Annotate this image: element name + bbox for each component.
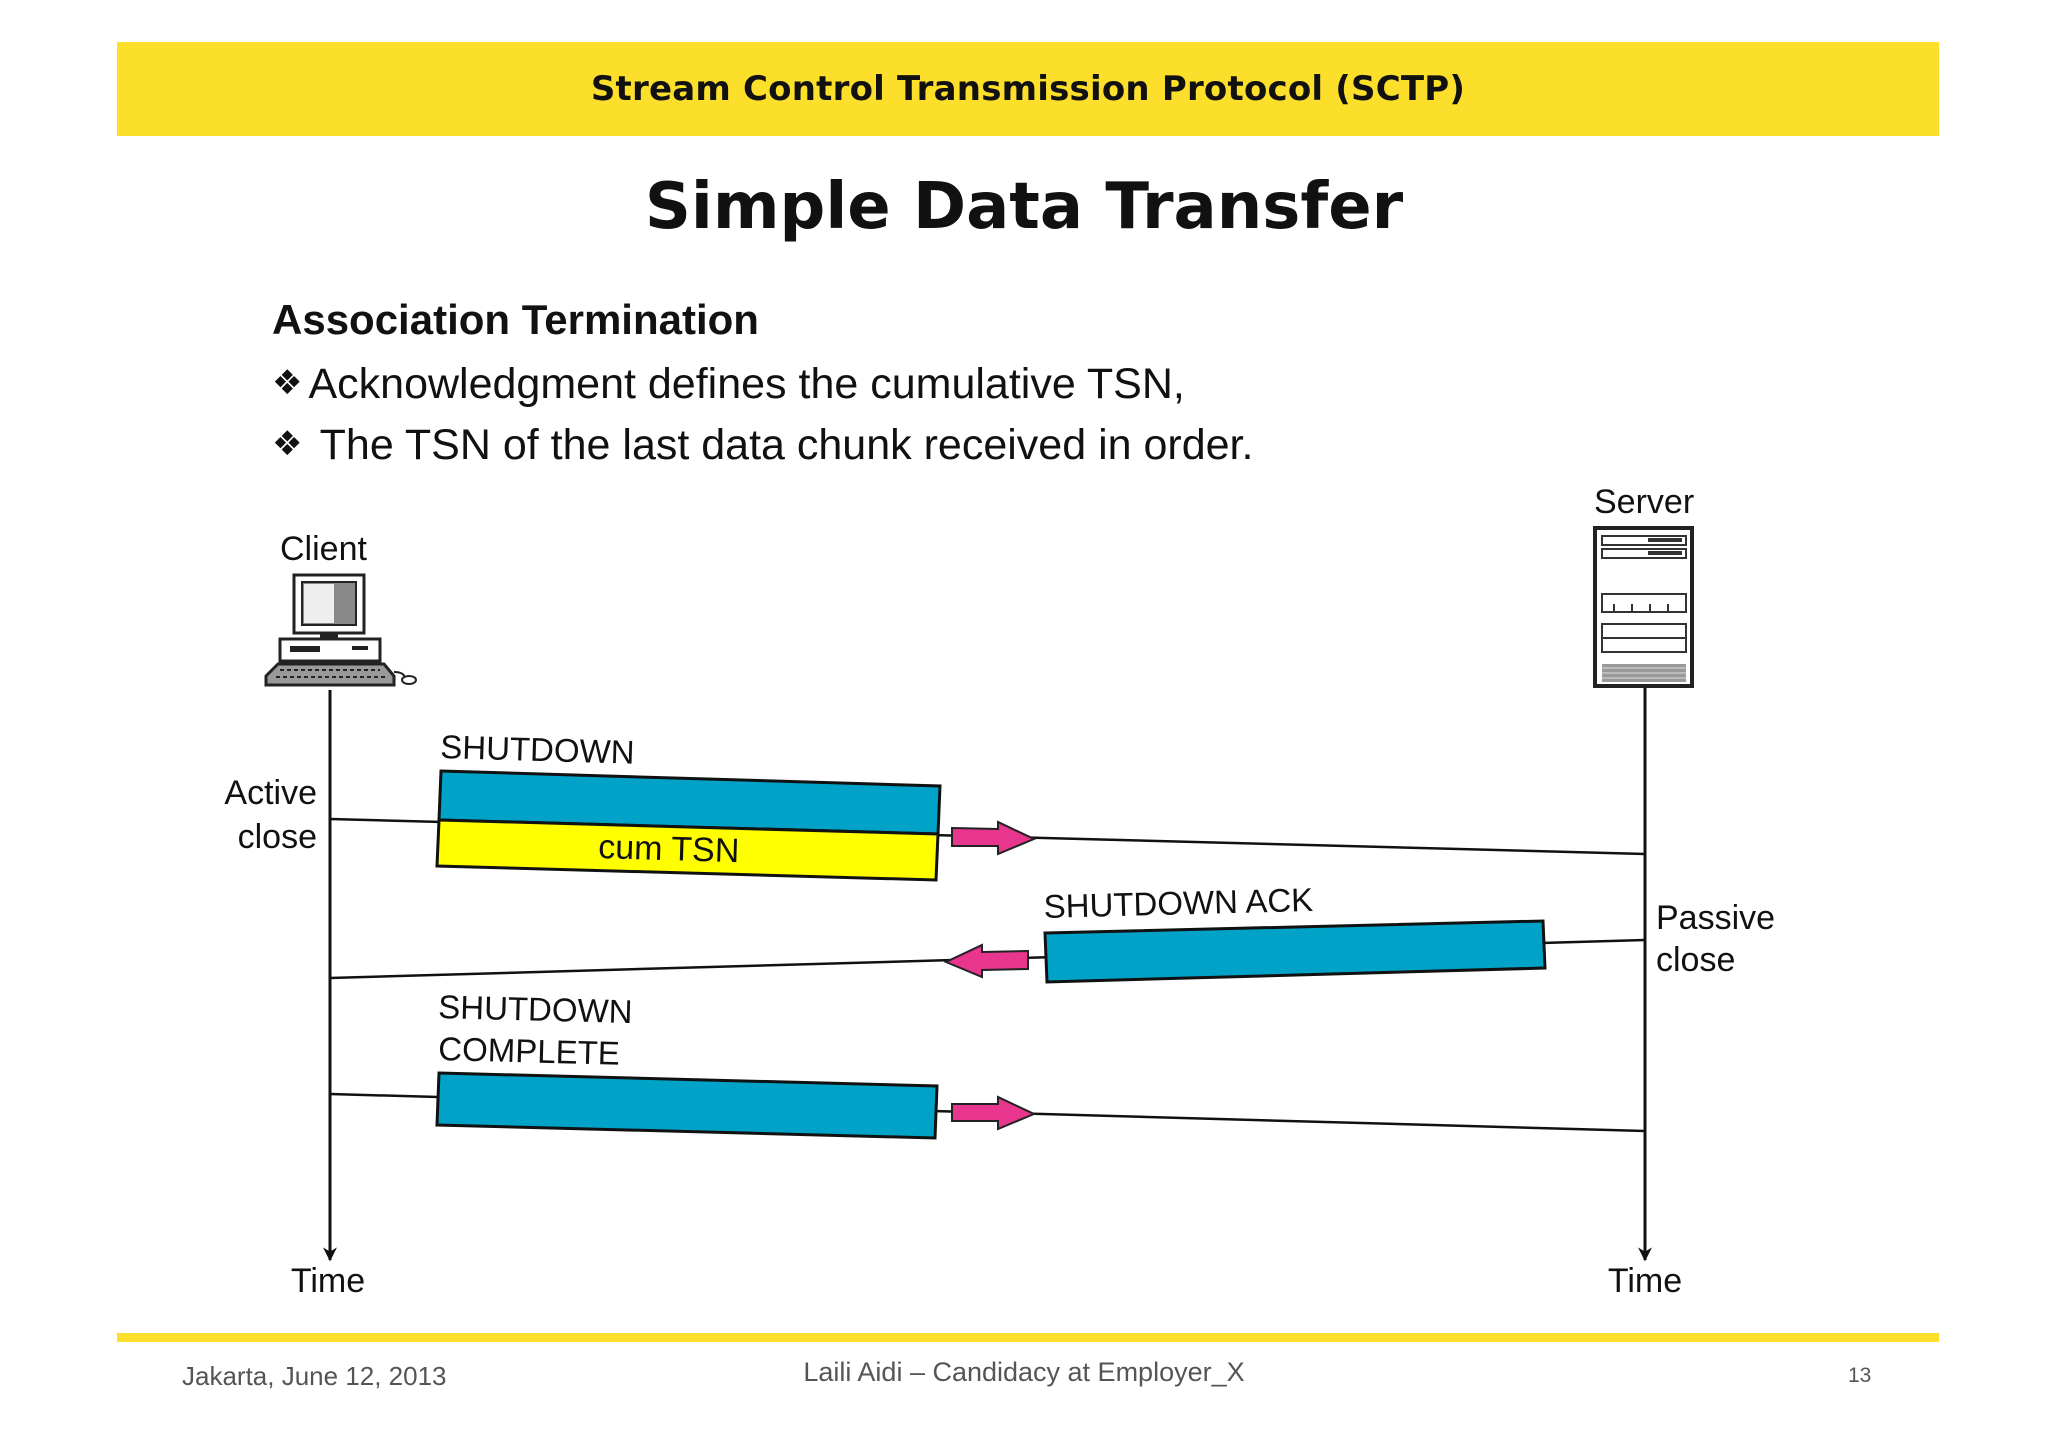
footer-divider (117, 1333, 1939, 1342)
bullet-text: Acknowledgment defines the cumulative TS… (308, 360, 1185, 408)
diamond-bullet-icon: ❖ (272, 363, 303, 403)
server-icon (1593, 526, 1694, 688)
shutdown-label: SHUTDOWN (440, 728, 635, 771)
server-label: Server (1594, 483, 1694, 521)
bullet-item: ❖ The TSN of the last data chunk receive… (272, 421, 1253, 470)
shutdown-chunk (435, 769, 942, 882)
section-heading: Association Termination (272, 296, 759, 343)
diamond-bullet-icon: ❖ (272, 424, 303, 464)
client-time-label: Time (291, 1262, 365, 1300)
bullet-text: The TSN of the last data chunk received … (308, 421, 1254, 469)
shutdown-ack-label: SHUTDOWN ACK (1043, 881, 1313, 925)
passive-close-label: Passive (1656, 899, 1775, 937)
slide-title: Simple Data Transfer (644, 170, 1404, 244)
page-number: 13 (1848, 1364, 1872, 1387)
client-label: Client (280, 530, 367, 568)
shutdown-complete-label: COMPLETE (438, 1030, 620, 1072)
header-title: Stream Control Transmission Protocol (SC… (590, 69, 1466, 109)
footer-author: Laili Aidi – Candidacy at Employer_X (803, 1357, 1245, 1387)
passive-close-label: close (1656, 941, 1735, 979)
shutdown-complete-chunk (435, 1071, 939, 1140)
bullet-item: ❖Acknowledgment defines the cumulative T… (272, 360, 1185, 409)
server-time-label: Time (1608, 1262, 1682, 1300)
shutdown-complete-label: SHUTDOWN (438, 988, 633, 1030)
active-close-label: Active (224, 774, 317, 812)
footer-location-date: Jakarta, June 12, 2013 (182, 1361, 447, 1391)
cum-tsn-field-label: cum TSN (598, 828, 740, 870)
client-computer-icon (264, 573, 417, 687)
arrow-left-icon (943, 943, 1029, 979)
active-close-label: close (238, 818, 317, 856)
arrow-right-icon (951, 1095, 1037, 1131)
arrow-right-icon (951, 820, 1037, 856)
header-bar: Stream Control Transmission Protocol (SC… (117, 42, 1939, 136)
shutdown-ack-chunk (1043, 919, 1547, 984)
